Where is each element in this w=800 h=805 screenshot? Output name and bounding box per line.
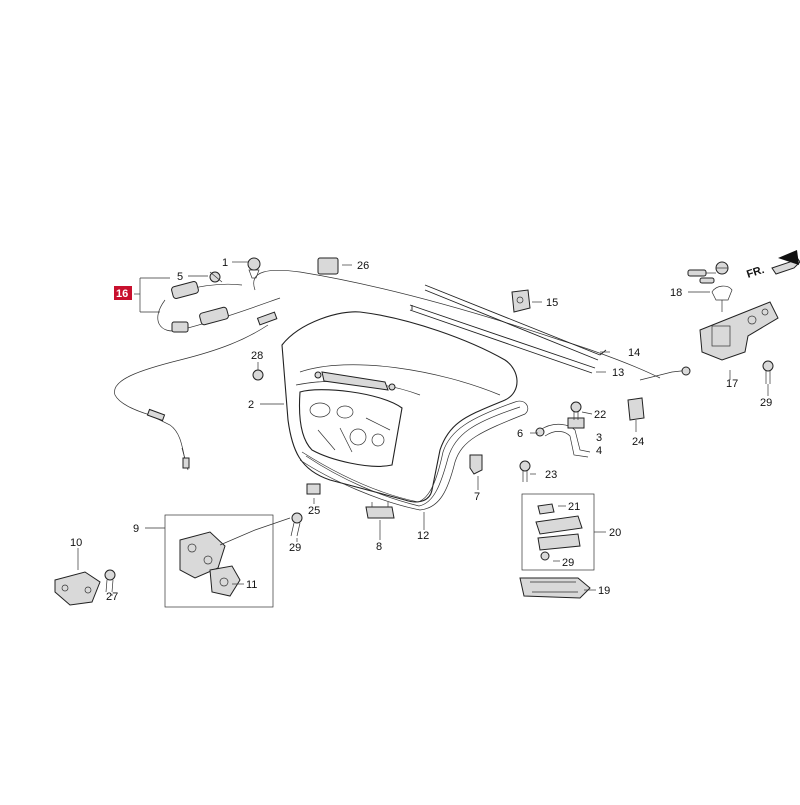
label-part-26: 26 [357, 260, 369, 272]
clip-24 [627, 397, 645, 421]
label-part-11: 11 [246, 579, 257, 591]
front-direction-arrow [771, 250, 800, 275]
label-part-13: 13 [612, 367, 624, 379]
latch-assembly [145, 514, 291, 608]
label-part-21: 21 [568, 501, 580, 513]
clip-8 [365, 502, 395, 519]
label-part-25: 25 [308, 505, 320, 517]
label-part-4: 4 [596, 445, 602, 457]
label-part-9: 9 [133, 523, 139, 535]
label-part-23: 23 [545, 469, 557, 481]
label-part-10: 10 [70, 537, 82, 549]
label-part-29-lock: 29 [760, 397, 772, 409]
clip-1 [247, 257, 261, 279]
label-part-16: 16 [116, 288, 128, 300]
clip-15 [511, 289, 531, 313]
lock-cylinder [699, 285, 779, 361]
clip-25 [306, 483, 321, 495]
keys [687, 261, 729, 284]
bolt-23 [519, 460, 531, 482]
label-part-12: 12 [417, 530, 429, 542]
label-part-7: 7 [474, 491, 480, 503]
weatherstrip [299, 400, 529, 511]
striker [54, 571, 101, 606]
label-part-28: 28 [251, 350, 263, 362]
front-marker-label: FR. [745, 264, 766, 281]
bumper-7 [469, 454, 483, 475]
release-cable [114, 270, 691, 471]
label-part-29-striker: 29 [289, 542, 301, 554]
label-part-19: 19 [598, 585, 610, 597]
label-part-1: 1 [222, 257, 228, 269]
handle-group [519, 493, 606, 599]
highlight-box-part-16 [114, 286, 132, 300]
label-part-5: 5 [177, 271, 183, 283]
label-part-29-handle: 29 [562, 557, 574, 569]
part-labels: 1 5 26 28 2 15 14 13 22 3 4 6 23 7 24 25… [70, 257, 772, 603]
support-rods [409, 284, 607, 374]
label-part-14: 14 [628, 347, 640, 359]
bolt-27 [104, 569, 116, 593]
bolt-29-striker [290, 512, 303, 537]
leader-lines [77, 261, 769, 596]
bolt-29-lock [762, 360, 774, 384]
label-part-24: 24 [632, 436, 644, 448]
trunk-lid [281, 311, 518, 503]
hinge-link [535, 417, 591, 458]
bumper-28 [252, 369, 264, 381]
label-part-22: 22 [594, 409, 606, 421]
label-part-8: 8 [376, 541, 382, 553]
label-part-2: 2 [248, 399, 254, 411]
bolt-22 [570, 401, 582, 420]
label-part-15: 15 [546, 297, 558, 309]
opener-cable-assembly [139, 271, 281, 333]
pad-26 [317, 257, 339, 275]
label-part-20: 20 [609, 527, 621, 539]
label-part-6: 6 [517, 428, 523, 440]
label-part-17: 17 [726, 378, 738, 390]
label-part-18: 18 [670, 287, 682, 299]
label-part-3: 3 [596, 432, 602, 444]
label-part-27: 27 [106, 591, 118, 603]
